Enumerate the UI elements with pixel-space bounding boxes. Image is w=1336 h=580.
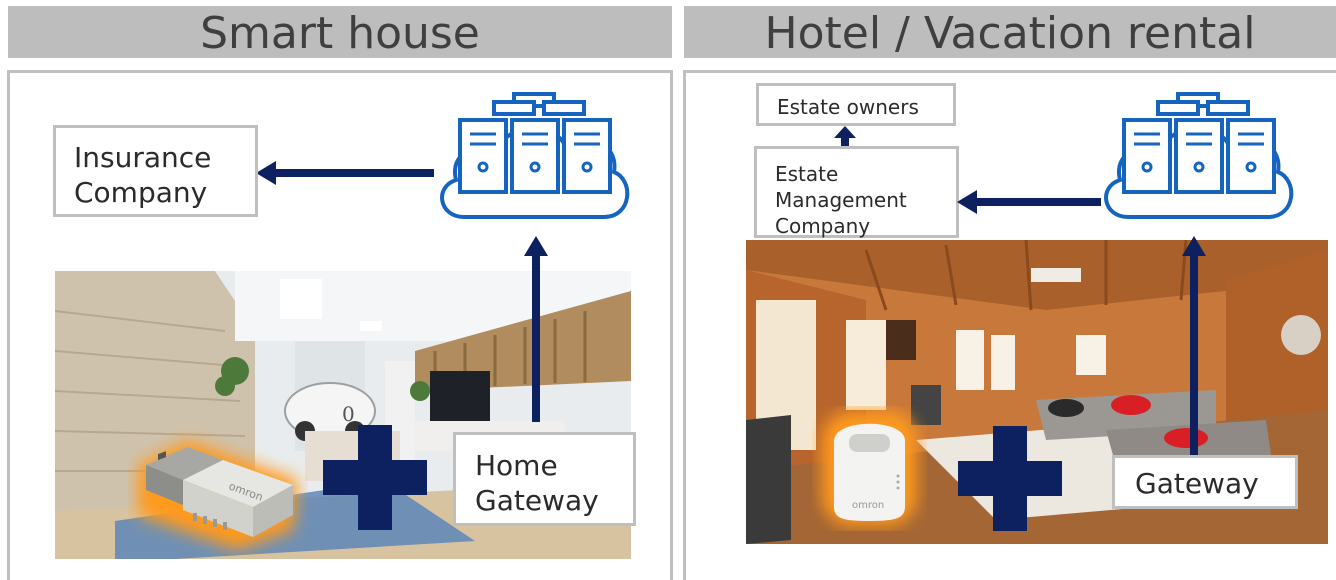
management-line2: Management [775,188,907,212]
svg-text:omron: omron [852,500,884,511]
hotel-title: Hotel / Vacation rental [684,6,1336,58]
cloud-server-icon [440,92,630,219]
home-gateway-line2: Gateway [475,484,599,517]
management-line3: Company [775,214,871,238]
insurance-line1: Insurance [74,141,212,174]
insurance-line2: Company [74,176,208,209]
gateway-box: Gateway [1112,455,1298,509]
arrow-to-cloud-right [1182,236,1206,458]
svg-text:0: 0 [342,402,355,426]
cloud-server-icon [1104,92,1294,219]
gateway-label: Gateway [1135,467,1259,500]
arrow-to-cloud-left [524,236,548,422]
estate-owners-label: Estate owners [777,95,919,119]
arrow-to-management [957,190,1101,214]
management-line1: Estate [775,162,839,186]
arrow-to-owners [834,126,856,148]
usb-sensor-icon: omron [138,440,298,550]
plus-icon [323,425,427,530]
plus-icon [958,426,1062,531]
home-gateway-line1: Home [475,449,558,482]
estate-management-box: Estate Management Company [754,146,959,238]
smart-house-title: Smart house [8,6,672,58]
home-gateway-box: Home Gateway [453,432,636,526]
arrow-to-insurance [256,161,434,185]
estate-owners-box: Estate owners [756,83,956,126]
insurance-company-box: Insurance Company [53,125,258,217]
bag-sensor-icon: omron [822,411,917,526]
